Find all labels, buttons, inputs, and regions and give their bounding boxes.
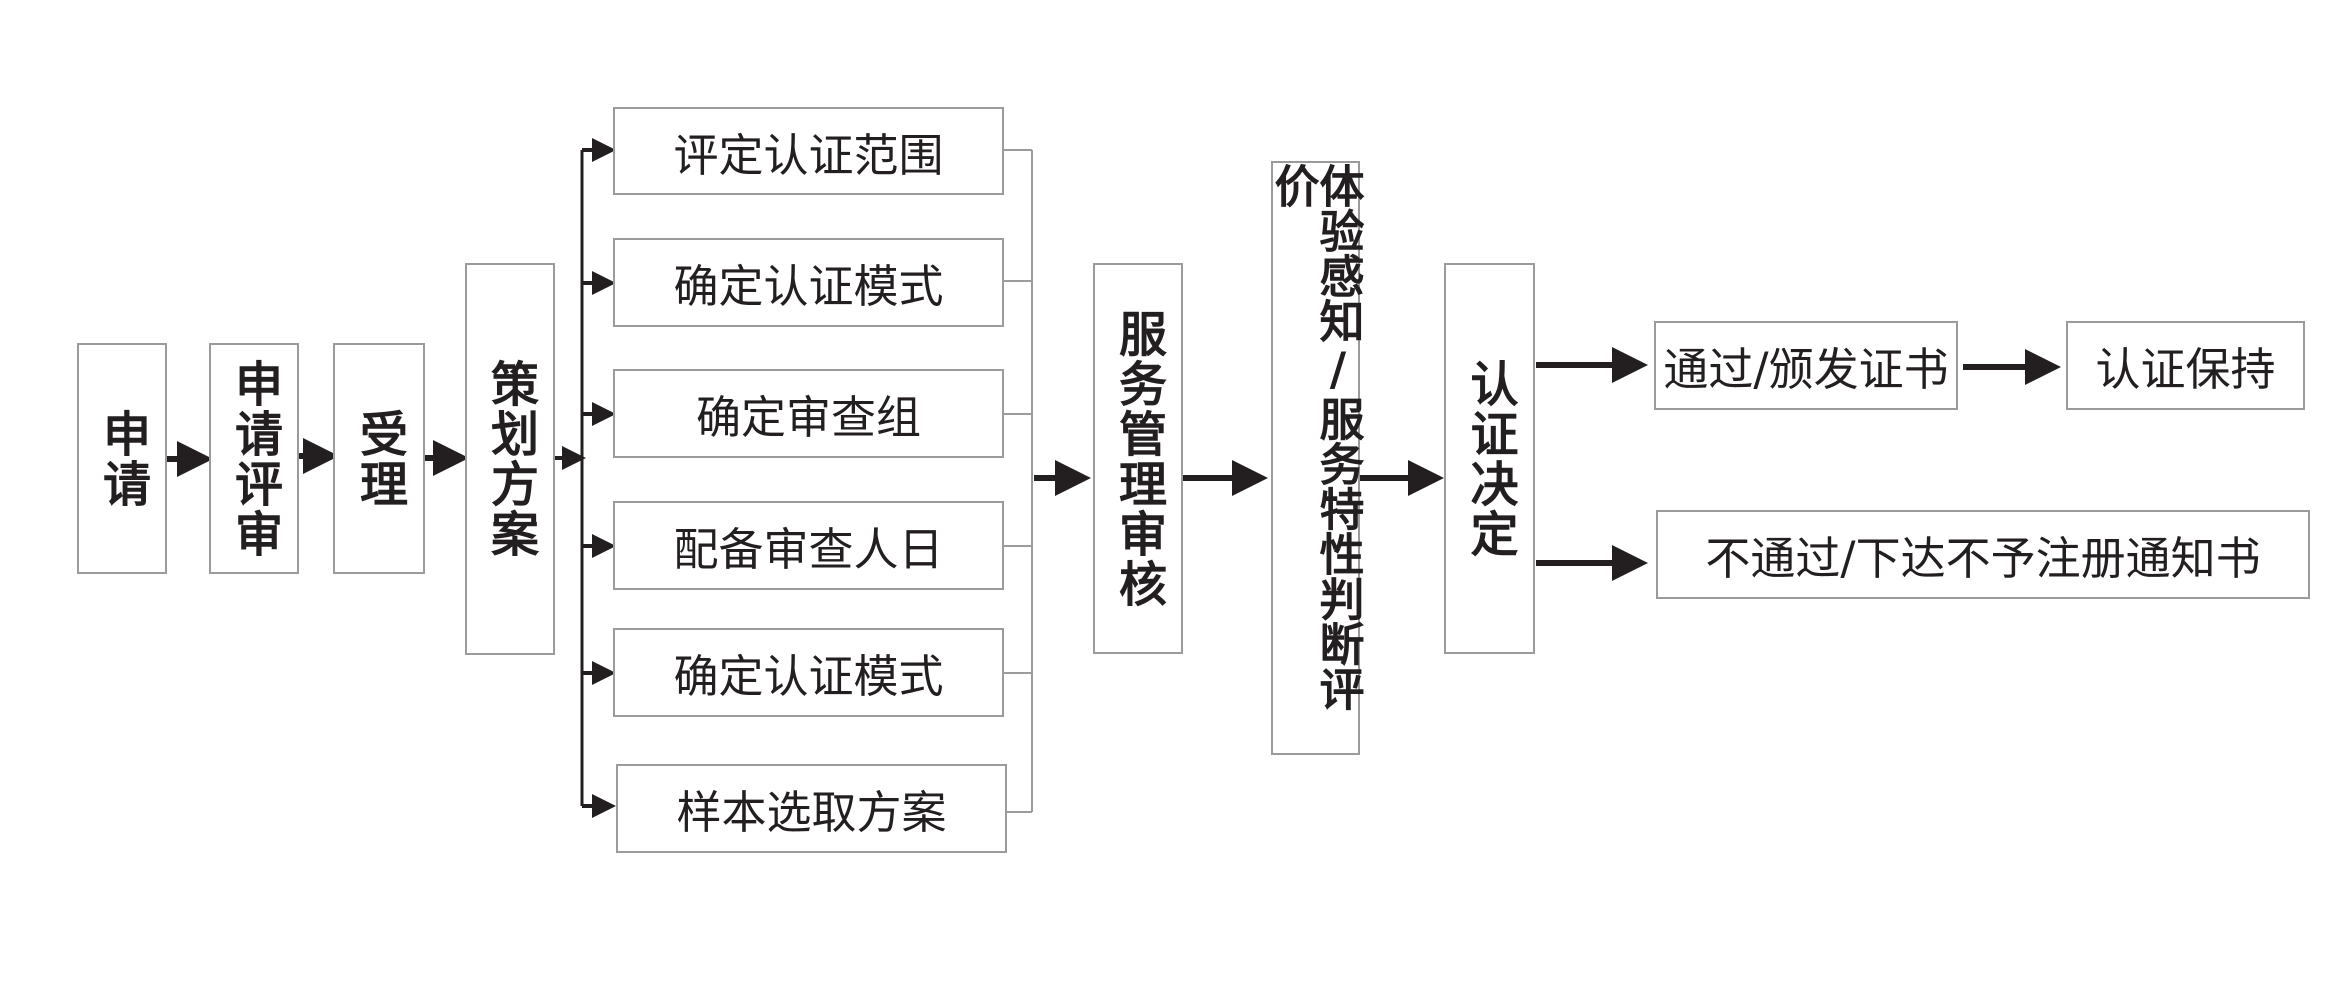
certification-decision-label: 认证决定 xyxy=(1461,358,1518,559)
outcome-pass: 通过/颁发证书 xyxy=(1654,321,1958,410)
plan-item-label: 确定认证模式 xyxy=(673,260,944,313)
outcome-fail-label: 不通过/下达不予注册通知书 xyxy=(1705,532,2261,585)
plan-item-label: 确定审查组 xyxy=(695,391,921,444)
plan-item-mode: 确定认证模式 xyxy=(613,238,1004,327)
step-application-review: 申请评审 xyxy=(209,343,299,574)
plan-item-label: 样本选取方案 xyxy=(676,786,947,839)
plan-item-label: 评定认证范围 xyxy=(673,128,944,182)
step-plan: 策划方案 xyxy=(465,263,555,655)
step-accept: 受理 xyxy=(333,343,425,574)
experience-evaluation-label: 体验感知/服务特性判断评价 xyxy=(1266,163,1365,711)
plan-item-mode-2: 确定认证模式 xyxy=(613,628,1004,717)
plan-item-team: 确定审查组 xyxy=(613,369,1004,458)
outcome-maintain-label: 认证保持 xyxy=(2095,343,2276,396)
experience-evaluation: 体验感知/服务特性判断评价 xyxy=(1266,161,1365,755)
plan-item-label: 确定认证模式 xyxy=(673,650,944,703)
outcome-pass-label: 通过/颁发证书 xyxy=(1663,343,1949,396)
plan-item-scope: 评定认证范围 xyxy=(613,107,1004,195)
plan-item-label: 配备审查人日 xyxy=(673,523,944,576)
outcome-maintain: 认证保持 xyxy=(2066,321,2305,410)
plan-item-days: 配备审查人日 xyxy=(613,501,1004,590)
step-apply: 申请 xyxy=(77,343,167,574)
service-management-review-label: 服务管理审核 xyxy=(1110,308,1166,609)
plan-item-sampling: 样本选取方案 xyxy=(616,764,1007,853)
step-apply-label: 申请 xyxy=(94,408,150,509)
step-application-review-label: 申请评审 xyxy=(226,358,282,559)
outcome-fail: 不通过/下达不予注册通知书 xyxy=(1656,510,2310,599)
step-accept-label: 受理 xyxy=(351,408,407,509)
service-management-review: 服务管理审核 xyxy=(1093,263,1183,654)
certification-decision: 认证决定 xyxy=(1444,263,1535,654)
step-plan-label: 策划方案 xyxy=(482,359,538,559)
